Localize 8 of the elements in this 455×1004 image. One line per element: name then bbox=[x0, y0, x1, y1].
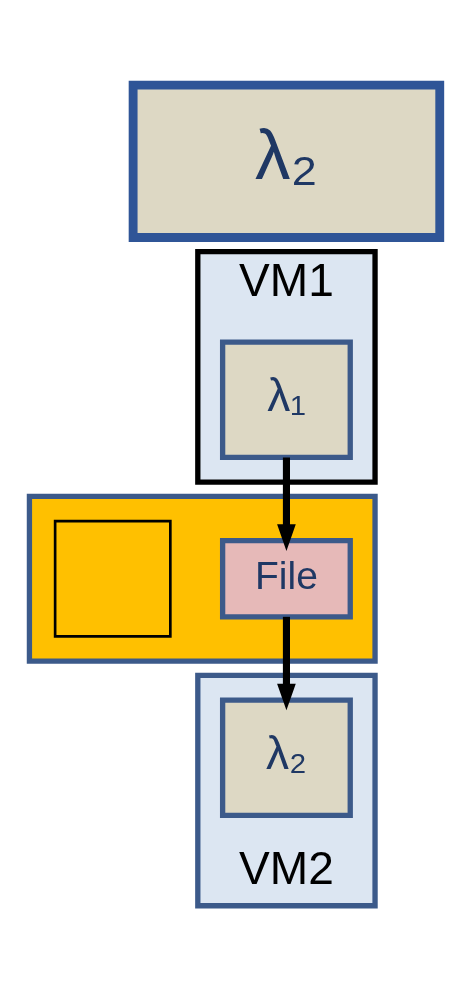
node-box: File bbox=[219, 537, 353, 619]
node-box bbox=[53, 519, 172, 638]
arrow bbox=[277, 616, 296, 710]
node-box: λ₂ bbox=[219, 696, 353, 818]
node-box: λ₁ bbox=[219, 338, 353, 460]
arrow bbox=[277, 457, 296, 551]
cluster bbox=[26, 493, 378, 664]
node-box: λ₂ bbox=[128, 80, 445, 242]
